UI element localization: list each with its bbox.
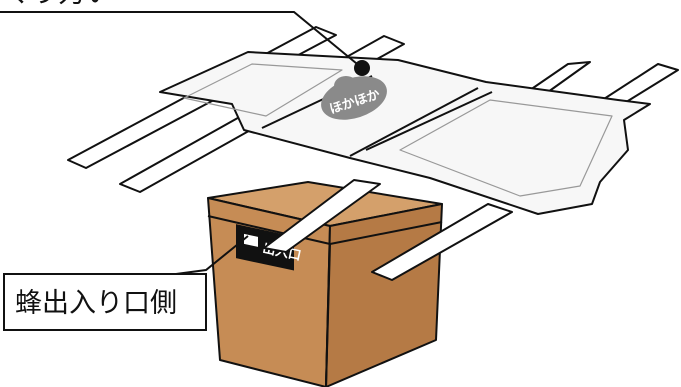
callout-top-text: くり力ぃ [4, 0, 112, 9]
callout-top-dot [354, 60, 370, 76]
callout-bottom-text: 蜂出入り口側 [15, 288, 177, 319]
box-side [326, 204, 442, 387]
